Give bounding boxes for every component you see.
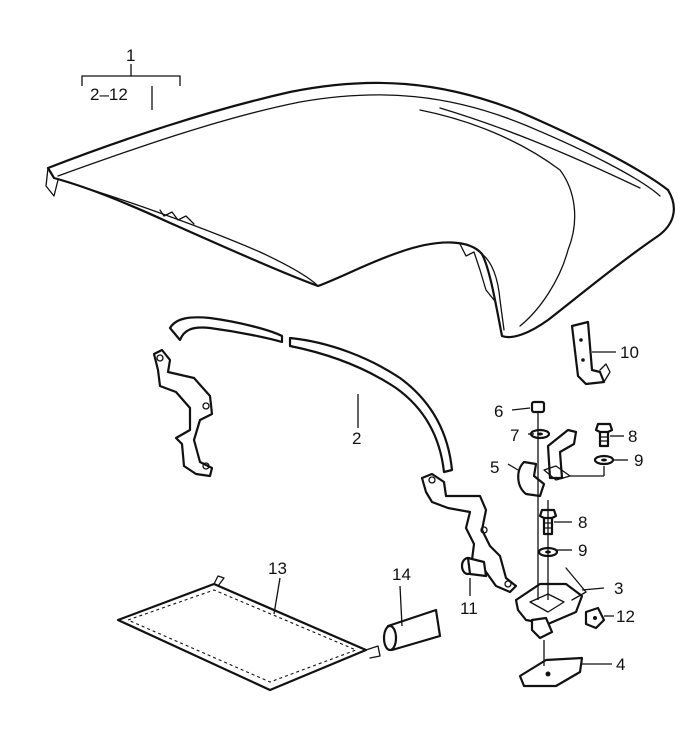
callout-9-lower: 9 [578, 541, 587, 560]
callout-2: 2 [352, 429, 361, 448]
callout-2-12: 2–12 [90, 85, 128, 104]
callout-10: 10 [620, 343, 639, 362]
callout-7: 7 [510, 426, 519, 445]
leader-lines [81, 64, 628, 665]
callout-13: 13 [268, 559, 287, 578]
bolt-8-upper[interactable] [594, 422, 614, 448]
hardtop-shell[interactable] [45, 81, 675, 339]
pin-11[interactable] [460, 556, 488, 578]
callout-6: 6 [494, 402, 503, 421]
hinge-lever-5[interactable] [517, 428, 578, 498]
callout-14: 14 [392, 565, 411, 584]
callout-4: 4 [616, 655, 625, 674]
callout-8-upper: 8 [628, 427, 637, 446]
callout-12: 12 [616, 607, 635, 626]
screw-6[interactable] [530, 400, 546, 421]
callout-8-lower: 8 [578, 513, 587, 532]
bracket-10[interactable] [570, 320, 611, 386]
callout-5: 5 [490, 458, 499, 477]
assembly-axes [537, 420, 605, 666]
roof-frame-bow[interactable] [152, 316, 518, 594]
hinge-base-3[interactable] [514, 567, 587, 640]
callout-9-upper: 9 [634, 451, 643, 470]
callout-labels: 1 2–12 2 3 4 5 6 7 8 9 8 9 10 11 12 13 1… [90, 46, 643, 674]
callout-11: 11 [460, 599, 478, 618]
tube-14[interactable] [382, 608, 442, 652]
clip-12[interactable] [584, 606, 606, 630]
mounting-plate-4[interactable] [518, 656, 584, 688]
washer-9-upper[interactable] [593, 454, 615, 466]
storage-bag-13[interactable] [116, 575, 381, 692]
callout-3: 3 [614, 579, 623, 598]
callout-1: 1 [126, 46, 135, 65]
